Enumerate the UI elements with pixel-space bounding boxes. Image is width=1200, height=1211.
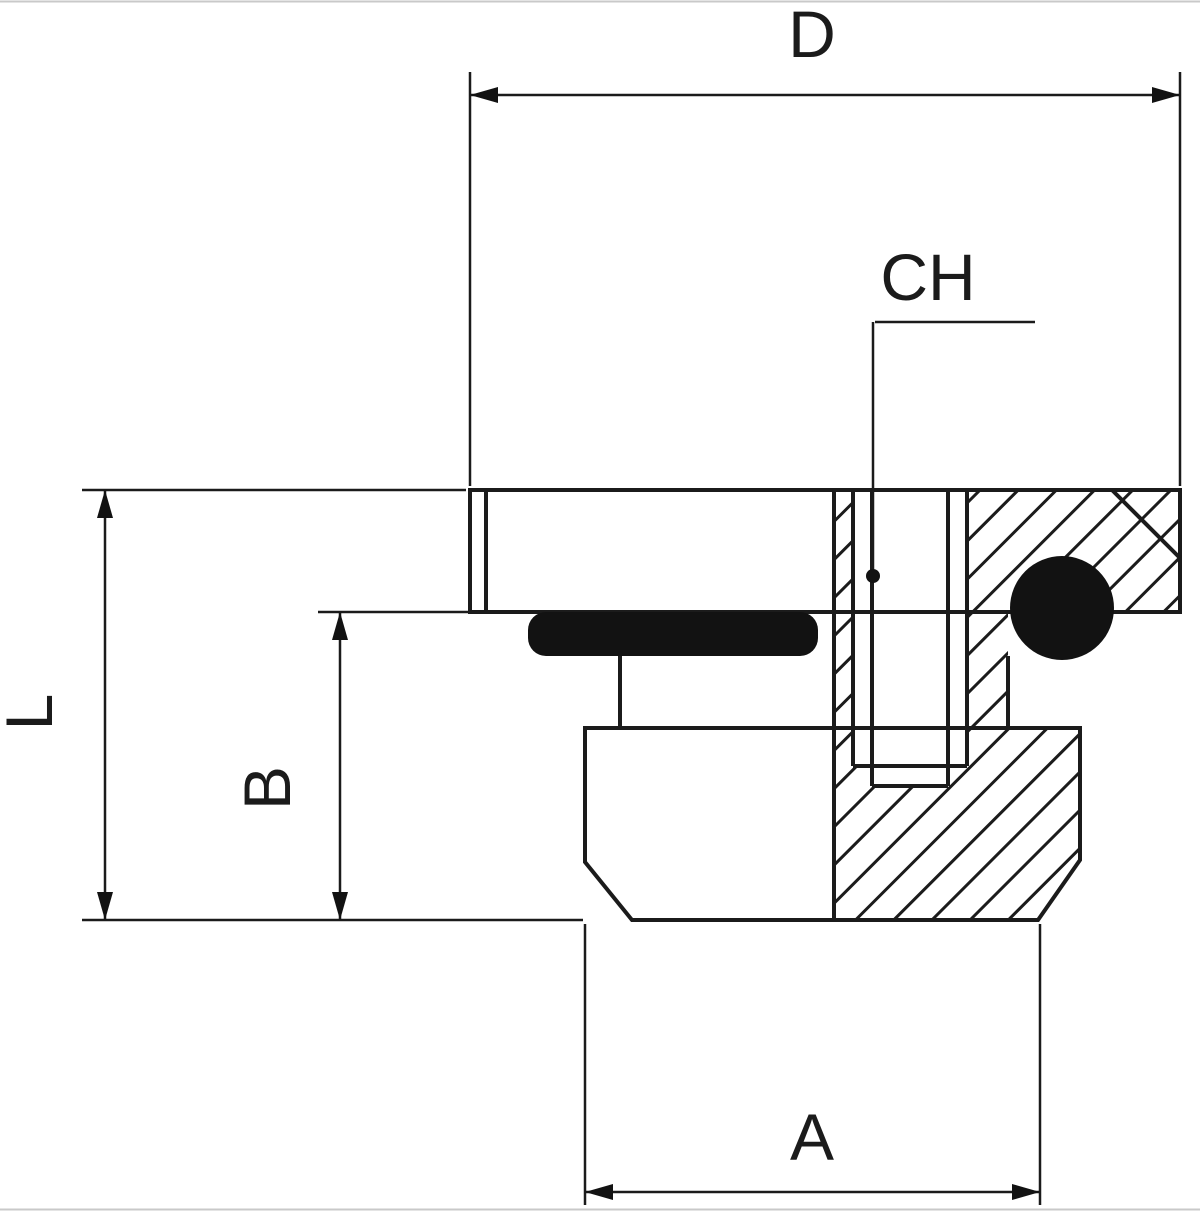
ch-leader-dot [866, 569, 880, 583]
d-arrowhead-left [470, 87, 498, 103]
a-arrowhead-left [585, 1184, 613, 1200]
flat-seal-gasket [528, 612, 818, 656]
dimension-label-l: L [0, 694, 66, 731]
d-arrowhead-right [1152, 87, 1180, 103]
dimension-a: A [583, 924, 1042, 1205]
b-arrowhead-bottom [332, 892, 348, 920]
dimension-label-ch: CH [880, 240, 975, 314]
flange-top-right-chamfer [1110, 488, 1182, 560]
socket-cavity-tip [872, 766, 948, 786]
o-ring-seal [1010, 556, 1114, 660]
dimension-label-b: B [230, 766, 304, 810]
dimension-b: B [230, 610, 524, 920]
dimension-label-a: A [790, 1100, 834, 1174]
dimension-label-d: D [788, 0, 836, 71]
dimension-d: D [468, 0, 1182, 486]
a-arrowhead-right [1012, 1184, 1040, 1200]
l-arrowhead-top [97, 490, 113, 518]
dimension-ch: CH [866, 240, 1035, 583]
b-arrowhead-top [332, 612, 348, 640]
dimension-l: L [0, 488, 583, 922]
l-arrowhead-bottom [97, 892, 113, 920]
hex-body-outline [583, 726, 1082, 922]
flange-head-outline [468, 488, 1182, 614]
